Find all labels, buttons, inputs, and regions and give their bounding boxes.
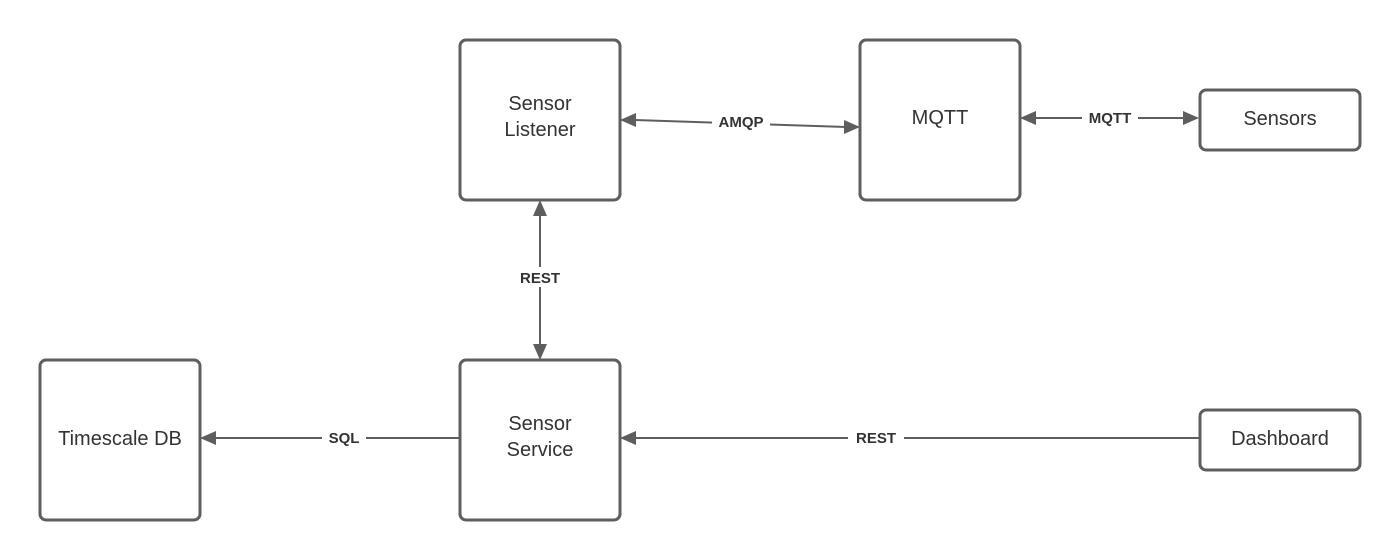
edge-label-mqtt: MQTT: [1089, 110, 1132, 127]
edge-label-bg: [512, 267, 568, 287]
edge-label-rest: REST: [520, 270, 560, 287]
node-dashboard: Dashboard: [1198, 408, 1362, 472]
edge-service-db: SQL: [200, 428, 460, 448]
node-timescale-db: Timescale DB: [38, 358, 202, 522]
node-label: Sensors: [1243, 108, 1316, 130]
arrow-head-left: [620, 431, 636, 445]
arrow-head-up: [533, 200, 547, 216]
edge-label-rest: REST: [856, 430, 896, 447]
arrow-head-right: [844, 120, 860, 134]
node-label-line2: Service: [507, 439, 574, 461]
arrow-head-down: [533, 344, 547, 360]
node-label: MQTT: [912, 107, 969, 129]
node-sensor-listener: Sensor Listener: [458, 38, 622, 202]
node-box: [1198, 408, 1362, 472]
edge-label-bg: [712, 112, 770, 132]
node-box: [38, 358, 202, 522]
edge-listener-service: REST: [512, 200, 568, 360]
edge-label-sql: SQL: [329, 430, 360, 447]
edge-listener-mqtt: AMQP: [620, 112, 860, 134]
node-label: Timescale DB: [58, 428, 182, 450]
node-box: [458, 358, 622, 522]
node-box: [1198, 88, 1362, 152]
node-label-line2: Listener: [504, 119, 575, 141]
edge-dashboard-service: REST: [620, 428, 1199, 448]
arrow-head-left: [620, 113, 636, 127]
node-sensors: Sensors: [1198, 88, 1362, 152]
edge-label-bg: [848, 428, 904, 448]
node-label-line1: Sensor: [508, 93, 572, 115]
edge-mqtt-sensors: MQTT: [1020, 108, 1199, 128]
edge-label-bg: [322, 428, 366, 448]
node-sensor-service: Sensor Service: [458, 358, 622, 522]
node-label: Dashboard: [1231, 428, 1329, 450]
arrow-head-right: [1183, 111, 1199, 125]
edge-label-amqp: AMQP: [719, 114, 764, 131]
node-label-line1: Sensor: [508, 413, 572, 435]
arrow-head-left: [1020, 111, 1036, 125]
edge-label-bg: [1082, 108, 1138, 128]
node-box: [458, 38, 622, 202]
arrow-head-left: [200, 431, 216, 445]
node-mqtt-broker: MQTT: [858, 38, 1022, 202]
node-box: [858, 38, 1022, 202]
